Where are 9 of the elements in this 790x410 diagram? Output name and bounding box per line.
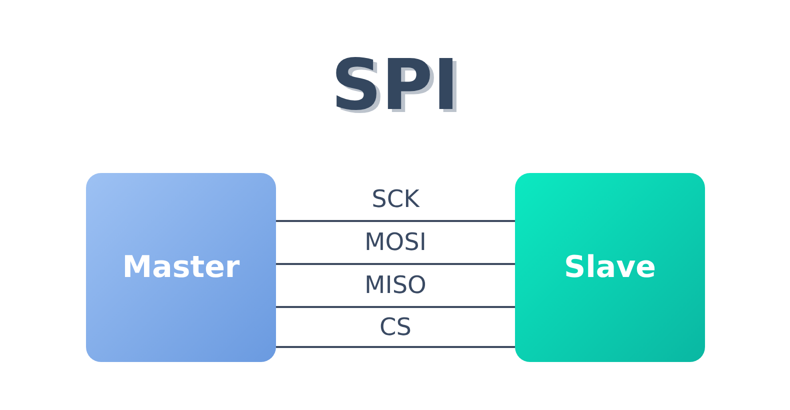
device-box: [515, 173, 705, 362]
signal-line: [276, 263, 515, 265]
signal-line: [276, 220, 515, 222]
signal-line: [276, 346, 515, 348]
device-label: Slave: [564, 250, 656, 285]
signal-line: [276, 306, 515, 308]
title: SPI: [331, 50, 459, 120]
device-label: Master: [122, 250, 240, 285]
device-box: [86, 173, 276, 362]
